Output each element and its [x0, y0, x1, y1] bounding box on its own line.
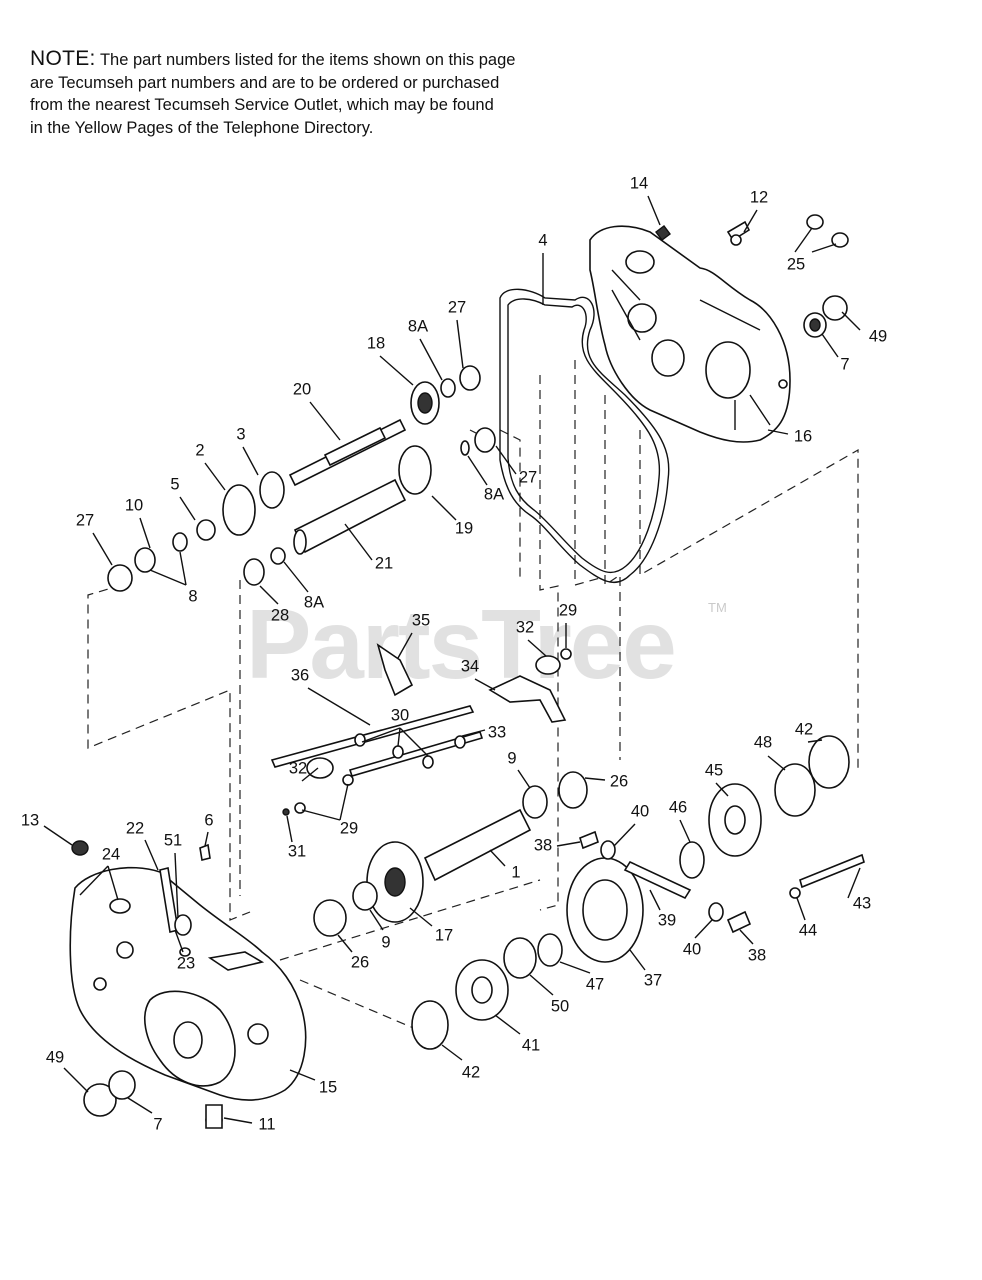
part-callout-20: 20 [293, 380, 311, 398]
part-callout-29: 29 [559, 601, 577, 619]
top-right-small-parts [655, 214, 849, 338]
part-callout-9: 9 [507, 749, 516, 767]
part-callout-10: 10 [125, 496, 143, 514]
part-callout-28: 28 [271, 606, 289, 624]
part-callout-38: 38 [748, 946, 766, 964]
part-callout-25: 25 [787, 255, 805, 273]
part-callout-6: 6 [204, 811, 213, 829]
part-callout-4: 4 [538, 231, 547, 249]
part-callout-8a: 8A [408, 317, 428, 335]
part-callout-46: 46 [669, 798, 687, 816]
note-text: NOTE: The part numbers listed for the it… [30, 47, 630, 139]
part-callout-27: 27 [76, 511, 94, 529]
part-callout-2: 2 [195, 441, 204, 459]
part-callout-13: 13 [21, 811, 39, 829]
part-callout-17: 17 [435, 926, 453, 944]
part-callout-3: 3 [236, 425, 245, 443]
part-callout-51: 51 [164, 831, 182, 849]
part-callout-12: 12 [750, 188, 768, 206]
part-callout-23: 23 [177, 954, 195, 972]
part-callout-24: 24 [102, 845, 120, 863]
part-callout-29: 29 [340, 819, 358, 837]
part-callout-27: 27 [448, 298, 466, 316]
note-label: NOTE: [30, 47, 96, 70]
part-callout-42: 42 [462, 1063, 480, 1081]
part-callout-39: 39 [658, 911, 676, 929]
part-callout-40: 40 [631, 802, 649, 820]
note-line-4: in the Yellow Pages of the Telephone Dir… [30, 118, 374, 137]
part-callout-15: 15 [319, 1078, 337, 1096]
note-line-2: are Tecumseh part numbers and are to be … [30, 73, 500, 92]
part-callout-35: 35 [412, 611, 430, 629]
part-callout-18: 18 [367, 334, 385, 352]
part-callout-7: 7 [840, 355, 849, 373]
watermark-tm: TM [708, 600, 727, 615]
part-callout-49: 49 [46, 1048, 64, 1066]
part-callout-19: 19 [455, 519, 473, 537]
part-callout-42: 42 [795, 720, 813, 738]
part-callout-49: 49 [869, 327, 887, 345]
shift-fork-assembly [270, 643, 572, 816]
part-callout-36: 36 [291, 666, 309, 684]
part-callout-9: 9 [381, 933, 390, 951]
part-callout-8a: 8A [304, 593, 324, 611]
part-callout-26: 26 [351, 953, 369, 971]
part-callout-22: 22 [126, 819, 144, 837]
part-callouts: 141225497416278A182032510278278A1921288A… [21, 174, 887, 1133]
part-callout-41: 41 [522, 1036, 540, 1054]
part-callout-27: 27 [519, 468, 537, 486]
part-callout-33: 33 [488, 723, 506, 741]
part-callout-32: 32 [289, 759, 307, 777]
front-housing [69, 840, 307, 1129]
watermark: PartsTree [246, 589, 677, 699]
part-callout-40: 40 [683, 940, 701, 958]
part-callout-30: 30 [391, 706, 409, 724]
part-callout-48: 48 [754, 733, 772, 751]
main-shaft-assembly [313, 735, 865, 1050]
part-callout-47: 47 [586, 975, 604, 993]
part-callout-14: 14 [630, 174, 648, 192]
part-callout-38: 38 [534, 836, 552, 854]
leader-lines [43, 195, 861, 1124]
part-callout-1: 1 [511, 863, 520, 881]
assembly-dashed-lines [87, 360, 859, 1036]
part-callout-31: 31 [288, 842, 306, 860]
part-callout-45: 45 [705, 761, 723, 779]
part-callout-8: 8 [188, 587, 197, 605]
part-callout-34: 34 [461, 657, 479, 675]
upper-shaft-assembly [107, 365, 496, 592]
part-callout-37: 37 [644, 971, 662, 989]
part-callout-26: 26 [610, 772, 628, 790]
part-callout-11: 11 [258, 1115, 275, 1133]
part-callout-8a: 8A [484, 485, 504, 503]
note-line-1: NOTE: The part numbers listed for the it… [30, 47, 516, 70]
part-callout-43: 43 [853, 894, 871, 912]
part-callout-32: 32 [516, 618, 534, 636]
rear-housing-cover [499, 225, 791, 584]
part-callout-7: 7 [153, 1115, 162, 1133]
part-callout-50: 50 [551, 997, 569, 1015]
note-line-3: from the nearest Tecumseh Service Outlet… [30, 96, 494, 114]
part-callout-44: 44 [799, 921, 817, 939]
part-callout-21: 21 [375, 554, 393, 572]
part-callout-5: 5 [170, 475, 179, 493]
part-callout-16: 16 [794, 427, 812, 445]
